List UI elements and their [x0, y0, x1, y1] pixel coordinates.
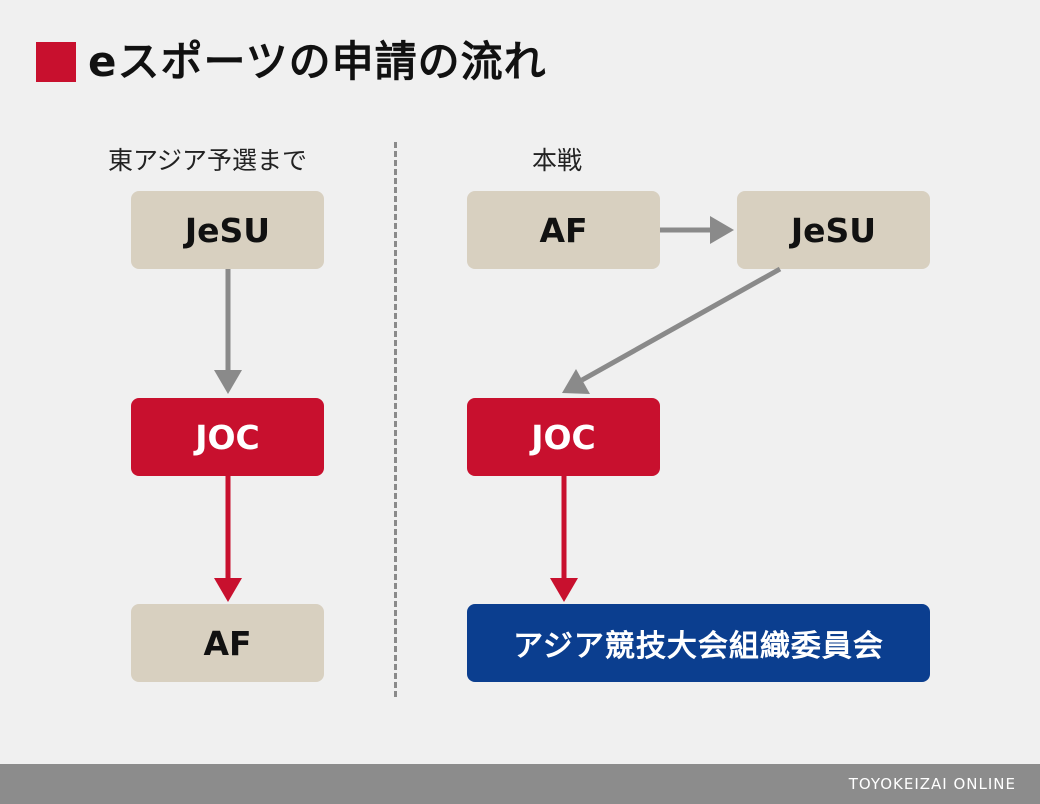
section-label-main: 本戦 [532, 146, 583, 175]
node-right-jesu: JeSU [737, 191, 930, 269]
arrow-right-af-to-jesu [660, 216, 734, 244]
title-marker [36, 42, 76, 82]
section-divider [394, 142, 397, 697]
footer-credit: TOYOKEIZAI ONLINE [848, 775, 1016, 793]
node-left-joc: JOC [131, 398, 324, 476]
footer-bar: TOYOKEIZAI ONLINE [0, 764, 1040, 804]
arrow-left-jesu-to-joc [214, 269, 242, 394]
arrow-right-jesu-to-joc [562, 266, 782, 394]
node-left-jesu: JeSU [131, 191, 324, 269]
node-right-af: AF [467, 191, 660, 269]
arrow-right-joc-to-committee [550, 476, 578, 602]
section-label-qualifier: 東アジア予選まで [108, 146, 308, 175]
node-left-af: AF [131, 604, 324, 682]
node-right-asian-games-committee: アジア競技大会組織委員会 [467, 604, 930, 682]
node-right-joc: JOC [467, 398, 660, 476]
arrow-left-joc-to-af [214, 476, 242, 602]
page-title: eスポーツの申請の流れ [88, 37, 547, 86]
